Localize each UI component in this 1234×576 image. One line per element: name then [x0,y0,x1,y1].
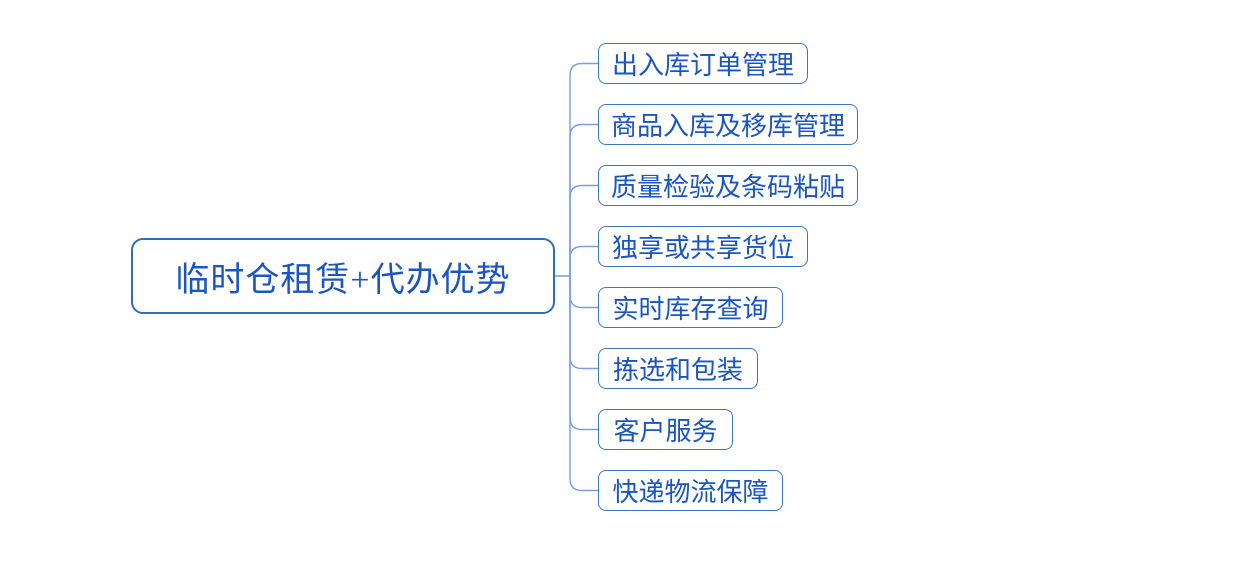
connector-path [569,184,599,277]
child-node-quality-barcode[interactable]: 质量检验及条码粘贴 [598,165,858,206]
child-node-inbound-outbound-orders[interactable]: 出入库订单管理 [598,43,808,84]
connector-path [569,245,599,277]
connector-path [569,123,599,277]
child-node-label: 商品入库及移库管理 [610,112,845,141]
child-node-label: 快递物流保障 [612,478,769,507]
child-node-express-logistics[interactable]: 快递物流保障 [598,470,783,511]
child-node-exclusive-shared-slots[interactable]: 独享或共享货位 [598,226,808,267]
child-node-label: 客户服务 [613,417,718,446]
child-node-label: 实时库存查询 [612,295,769,324]
child-node-label: 质量检验及条码粘贴 [610,173,845,202]
child-node-picking-packing[interactable]: 拣选和包装 [598,348,758,389]
child-node-label: 出入库订单管理 [611,51,794,80]
child-node-realtime-inventory[interactable]: 实时库存查询 [598,287,783,328]
connector-path [569,275,599,492]
child-node-label: 独享或共享货位 [611,234,794,263]
connector-path [569,275,599,370]
root-node-label: 临时仓租赁+代办优势 [175,261,511,299]
child-node-label: 拣选和包装 [612,356,743,385]
child-node-customer-service[interactable]: 客户服务 [598,409,733,450]
connector-path [569,275,599,431]
connector-path [569,62,599,277]
child-node-warehousing-transfer[interactable]: 商品入库及移库管理 [598,104,858,145]
root-node[interactable]: 临时仓租赁+代办优势 [131,238,555,314]
connector-path [569,275,599,309]
